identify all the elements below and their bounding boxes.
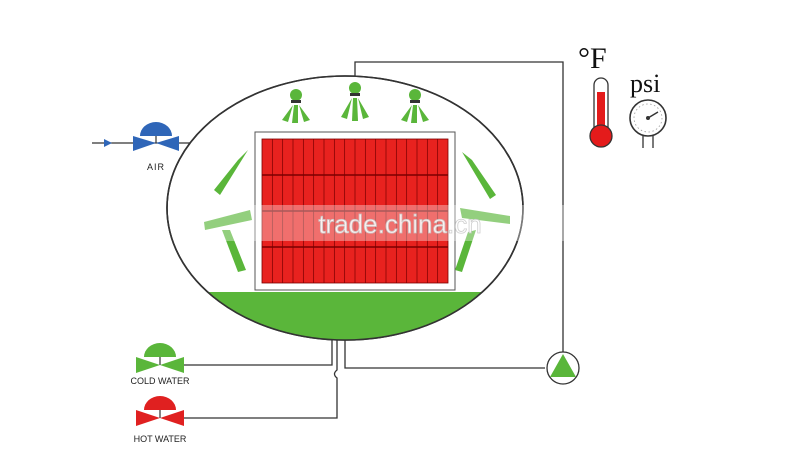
cold-water-valve: COLD WATER xyxy=(130,343,190,386)
pump-icon xyxy=(546,351,580,385)
air-label: AIR xyxy=(147,162,165,172)
pressure-unit-label: psi xyxy=(630,69,660,98)
air-valve: AIR xyxy=(104,122,179,172)
product-rack xyxy=(254,131,456,291)
valve-icon xyxy=(136,343,184,373)
thermometer-icon xyxy=(589,77,613,148)
valve-icon xyxy=(133,122,179,151)
watermark-text: trade.china.cn xyxy=(318,209,481,239)
spray-nozzles xyxy=(282,82,429,123)
spray-nozzle-icon xyxy=(341,82,369,121)
spray-nozzle-icon xyxy=(282,89,310,123)
hot-water-line xyxy=(180,365,338,419)
pressure-gauge-icon xyxy=(629,99,667,148)
hot-water-label: HOT WATER xyxy=(134,434,187,444)
side-spray-arrows xyxy=(204,150,510,272)
pump xyxy=(546,351,580,385)
thermometer: °F xyxy=(578,42,613,148)
pressure-gauge: psi xyxy=(629,69,667,148)
cold-water-label: COLD WATER xyxy=(130,376,190,386)
water-level xyxy=(167,292,523,340)
watermark: trade.china.cn xyxy=(175,205,575,241)
pump-suction-pipe xyxy=(344,340,545,369)
air-flow-arrow-icon xyxy=(104,139,112,147)
spray-nozzle-icon xyxy=(401,89,429,123)
hot-water-valve: HOT WATER xyxy=(134,396,187,444)
recirculation-pipe xyxy=(354,61,564,352)
valve-icon xyxy=(136,396,184,426)
temperature-unit-label: °F xyxy=(578,42,607,75)
cold-water-line xyxy=(180,340,333,366)
